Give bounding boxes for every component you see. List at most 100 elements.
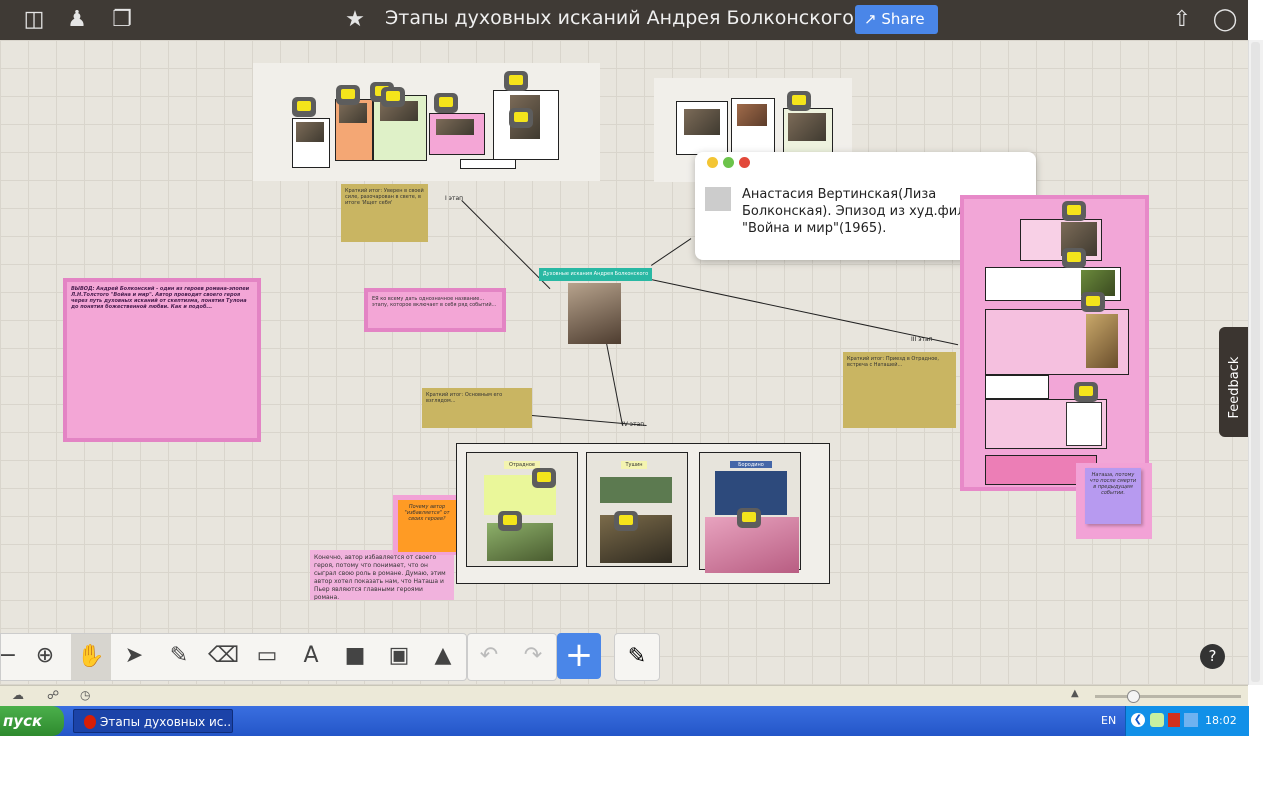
redo-icon[interactable]: ↷ bbox=[523, 643, 543, 668]
share-button[interactable]: ↗ Share bbox=[855, 5, 938, 34]
close-dot-icon[interactable] bbox=[739, 157, 750, 168]
tray-pdf-icon[interactable] bbox=[1168, 713, 1180, 727]
start-button[interactable]: пуск bbox=[0, 706, 64, 736]
page-title: Этапы духовных исканий Андрея Болконског… bbox=[385, 7, 854, 29]
help-button[interactable]: ? bbox=[1200, 644, 1225, 669]
summary-note[interactable]: Краткий итог: Уверен в своей силе, разоч… bbox=[341, 184, 428, 242]
card-text bbox=[715, 471, 787, 515]
comment-bubble-icon[interactable] bbox=[532, 468, 556, 488]
summary-note[interactable]: Краткий итог: Основным его взглядом... bbox=[422, 388, 532, 428]
frame-stage3[interactable] bbox=[960, 195, 1149, 491]
image-card[interactable] bbox=[985, 309, 1129, 375]
share-button-label: Share bbox=[881, 10, 925, 28]
minimize-dot-icon[interactable] bbox=[707, 157, 718, 168]
tray-arrow-icon[interactable]: ❮ bbox=[1131, 713, 1145, 727]
stage4-card-otradnoe[interactable]: Отрадное bbox=[466, 452, 578, 567]
drawing-toolbar: − ⊕ ✋ ➤ ✎ ⌫ ▭ A ■ ▣ ▲ bbox=[0, 633, 467, 681]
undo-redo-group: ↶ ↷ bbox=[467, 633, 557, 681]
card-title: Отрадное bbox=[504, 461, 540, 469]
clean-up-brush-icon[interactable]: ✎ bbox=[614, 633, 660, 681]
comment-tool-icon[interactable]: ▣ bbox=[388, 643, 410, 668]
comment-bubble-icon[interactable] bbox=[787, 91, 811, 111]
cloud-icon[interactable]: ☁ bbox=[12, 688, 24, 702]
conclusion-note[interactable]: ВЫВОД: Андрей Болконский - один из герое… bbox=[63, 278, 261, 442]
popup-comment-text: Анастасия Вертинская(Лиза Болконская). Э… bbox=[742, 187, 991, 236]
image-card[interactable] bbox=[783, 108, 833, 158]
export-icon[interactable]: ⇧ bbox=[1172, 7, 1192, 32]
insert-media-icon[interactable]: ▲ bbox=[434, 643, 452, 668]
eraser-icon[interactable]: ⌫ bbox=[208, 643, 240, 668]
rectangle-icon[interactable]: ▭ bbox=[256, 643, 278, 668]
zoom-slider-knob[interactable] bbox=[1127, 690, 1140, 703]
stage4-card-tushin[interactable]: Тушин bbox=[586, 452, 688, 567]
add-button[interactable]: + bbox=[557, 633, 601, 679]
comment-bubble-icon[interactable] bbox=[1062, 201, 1086, 221]
comment-bubble-icon[interactable] bbox=[292, 97, 316, 117]
gallery-icon[interactable]: ❐ bbox=[112, 7, 132, 32]
comment-bubble-icon[interactable] bbox=[614, 511, 638, 531]
image-card[interactable] bbox=[985, 399, 1107, 449]
comment-bubble-icon[interactable] bbox=[1074, 382, 1098, 402]
purple-note-frame: Наташа, потому что после смерти в предыд… bbox=[1076, 463, 1152, 539]
page-zoom-slider[interactable] bbox=[1095, 690, 1241, 703]
summary-note[interactable]: Краткий итог: Приезд в Отрадное, встреча… bbox=[843, 352, 956, 428]
select-arrow-icon[interactable]: ➤ bbox=[124, 643, 144, 668]
zoom-in-icon[interactable]: ⊕ bbox=[35, 643, 55, 668]
comment-bubble-icon[interactable] bbox=[737, 508, 761, 528]
image-card[interactable] bbox=[335, 99, 373, 161]
image-card[interactable] bbox=[731, 98, 775, 160]
zoom-out-icon[interactable]: − bbox=[0, 643, 18, 668]
vertical-scrollbar[interactable] bbox=[1248, 40, 1263, 685]
comment-bubble-icon[interactable] bbox=[504, 71, 528, 91]
sidebar-panel-icon[interactable]: ◫ bbox=[23, 7, 45, 32]
zoom-up-icon[interactable]: ▲ bbox=[1071, 688, 1079, 699]
taskbar-window-label: Этапы духовных ис... bbox=[100, 715, 233, 729]
speed-dial-icon[interactable]: ◷ bbox=[80, 688, 91, 702]
comment-bubble-icon[interactable] bbox=[509, 108, 533, 128]
image-card[interactable] bbox=[1020, 219, 1102, 261]
feedback-label: Feedback bbox=[1227, 356, 1242, 419]
tray-app-icon[interactable] bbox=[1150, 713, 1164, 727]
central-topic[interactable]: Духовные искания Андрея Болконского bbox=[539, 268, 652, 281]
app-top-bar: ◫ ♟ ❐ ★ Этапы духовных исканий Андрея Бо… bbox=[0, 0, 1248, 40]
hand-tool-icon[interactable]: ✋ bbox=[71, 634, 111, 680]
opera-icon bbox=[84, 715, 96, 729]
share-nodes-icon[interactable]: ☍ bbox=[47, 688, 60, 702]
scrollbar-thumb[interactable] bbox=[1251, 42, 1260, 682]
favorite-star-icon[interactable]: ★ bbox=[345, 7, 365, 32]
collaborators-icon[interactable]: ♟ bbox=[67, 7, 87, 32]
connector-line bbox=[606, 343, 624, 426]
image-caption bbox=[460, 159, 516, 169]
comment-bubble-icon[interactable] bbox=[381, 87, 405, 107]
comment-bubble-icon[interactable] bbox=[1081, 292, 1105, 312]
tray-network-icon[interactable] bbox=[1184, 713, 1198, 727]
text-tool-icon[interactable]: A bbox=[303, 643, 319, 668]
card-title: Тушин bbox=[621, 461, 647, 469]
frame-stage1-images[interactable] bbox=[253, 63, 600, 181]
image-card[interactable] bbox=[429, 113, 485, 155]
comments-icon[interactable]: ◯ bbox=[1212, 7, 1238, 32]
undo-icon[interactable]: ↶ bbox=[479, 643, 499, 668]
question-note[interactable]: Почему автор "избавляется" от своих геро… bbox=[398, 500, 456, 552]
sticky-note-icon[interactable]: ■ bbox=[344, 643, 366, 668]
image-card[interactable] bbox=[985, 267, 1121, 301]
portrait-image[interactable] bbox=[568, 283, 621, 344]
image-card[interactable] bbox=[292, 118, 330, 168]
mindmap-canvas[interactable]: Анастасия Вертинская(Лиза Болконская). Э… bbox=[0, 40, 1248, 685]
frame-stage4[interactable]: Отрадное Тушин Бородино bbox=[456, 443, 830, 584]
comment-bubble-icon[interactable] bbox=[1062, 248, 1086, 268]
comment-bubble-icon[interactable] bbox=[336, 85, 360, 105]
feedback-tab[interactable]: Feedback bbox=[1219, 327, 1248, 437]
answer-note[interactable]: Конечно, автор избавляется от своего гер… bbox=[310, 550, 454, 600]
stage-note[interactable]: ЕЯ ко всему дать однозначное название...… bbox=[364, 288, 506, 332]
image-card[interactable] bbox=[493, 90, 559, 160]
language-indicator[interactable]: EN bbox=[1101, 714, 1117, 727]
comment-bubble-icon[interactable] bbox=[498, 511, 522, 531]
comment-bubble-icon[interactable] bbox=[434, 93, 458, 113]
taskbar-window-button[interactable]: Этапы духовных ис... bbox=[73, 709, 233, 733]
purple-note[interactable]: Наташа, потому что после смерти в предыд… bbox=[1085, 468, 1141, 524]
image-card[interactable] bbox=[676, 101, 728, 155]
stage-label: IV этап bbox=[622, 421, 645, 428]
pen-icon[interactable]: ✎ bbox=[169, 643, 189, 668]
maximize-dot-icon[interactable] bbox=[723, 157, 734, 168]
